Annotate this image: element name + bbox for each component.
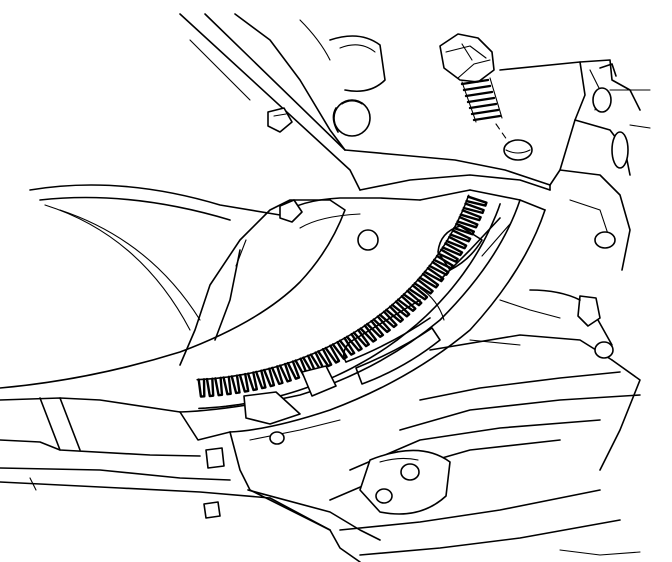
gear-tooth: [456, 216, 479, 229]
gear-tooth: [372, 315, 391, 334]
gear-tooth: [286, 360, 301, 380]
transmission-housing: [329, 289, 641, 556]
gear-tooth: [263, 367, 276, 388]
crankshaft-counterweight: [29, 184, 281, 331]
flywheel: [0, 197, 421, 389]
gear-tooth: [459, 209, 482, 222]
gear-tooth: [230, 374, 241, 395]
bolt: [439, 33, 503, 123]
gear-tooth: [317, 348, 333, 368]
lower-housing: [0, 397, 381, 562]
gear-tooth: [246, 371, 258, 392]
engine-block-upper-outline: [179, 13, 551, 191]
bell-housing: [179, 189, 546, 433]
gear-tooth: [449, 229, 472, 243]
gear-tooth: [205, 377, 215, 398]
gear-tooth: [366, 319, 385, 338]
gear-tooth: [413, 278, 434, 295]
gear-tooth: [197, 378, 206, 398]
right-housing-bracket: [499, 59, 651, 271]
gear-tooth: [453, 222, 475, 236]
gear-tooth: [418, 272, 440, 289]
flywheel-bolt: [279, 199, 303, 223]
gear-tooth: [402, 289, 423, 307]
gear-tooth: [465, 195, 488, 207]
gear-tooth: [214, 376, 224, 397]
gear-tooth: [352, 328, 370, 348]
gear-tooth: [437, 248, 459, 263]
gear-tooth: [391, 300, 411, 318]
gear-tooth: [222, 375, 232, 396]
gear-tooth: [255, 369, 267, 390]
dowel-pin: [332, 99, 371, 137]
gear-tooth: [238, 372, 250, 393]
gear-tooth: [271, 365, 284, 385]
gear-tooth: [396, 295, 417, 312]
gear-tooth: [462, 202, 485, 215]
gear-tooth: [324, 344, 341, 364]
small-stud: [267, 107, 293, 133]
gear-tooth: [441, 242, 464, 257]
bolt-thread: [460, 78, 502, 122]
left-support: [214, 239, 247, 341]
gear-tooth: [345, 333, 363, 352]
gear-tooth: [278, 362, 292, 383]
gear-tooth: [423, 266, 445, 283]
gear-tooth: [359, 324, 378, 343]
gear-tooth: [408, 284, 429, 301]
bolt-hole: [503, 139, 533, 161]
ring-gear-teeth: [197, 195, 488, 398]
gear-tooth: [445, 235, 468, 250]
gear-tooth: [331, 340, 348, 360]
